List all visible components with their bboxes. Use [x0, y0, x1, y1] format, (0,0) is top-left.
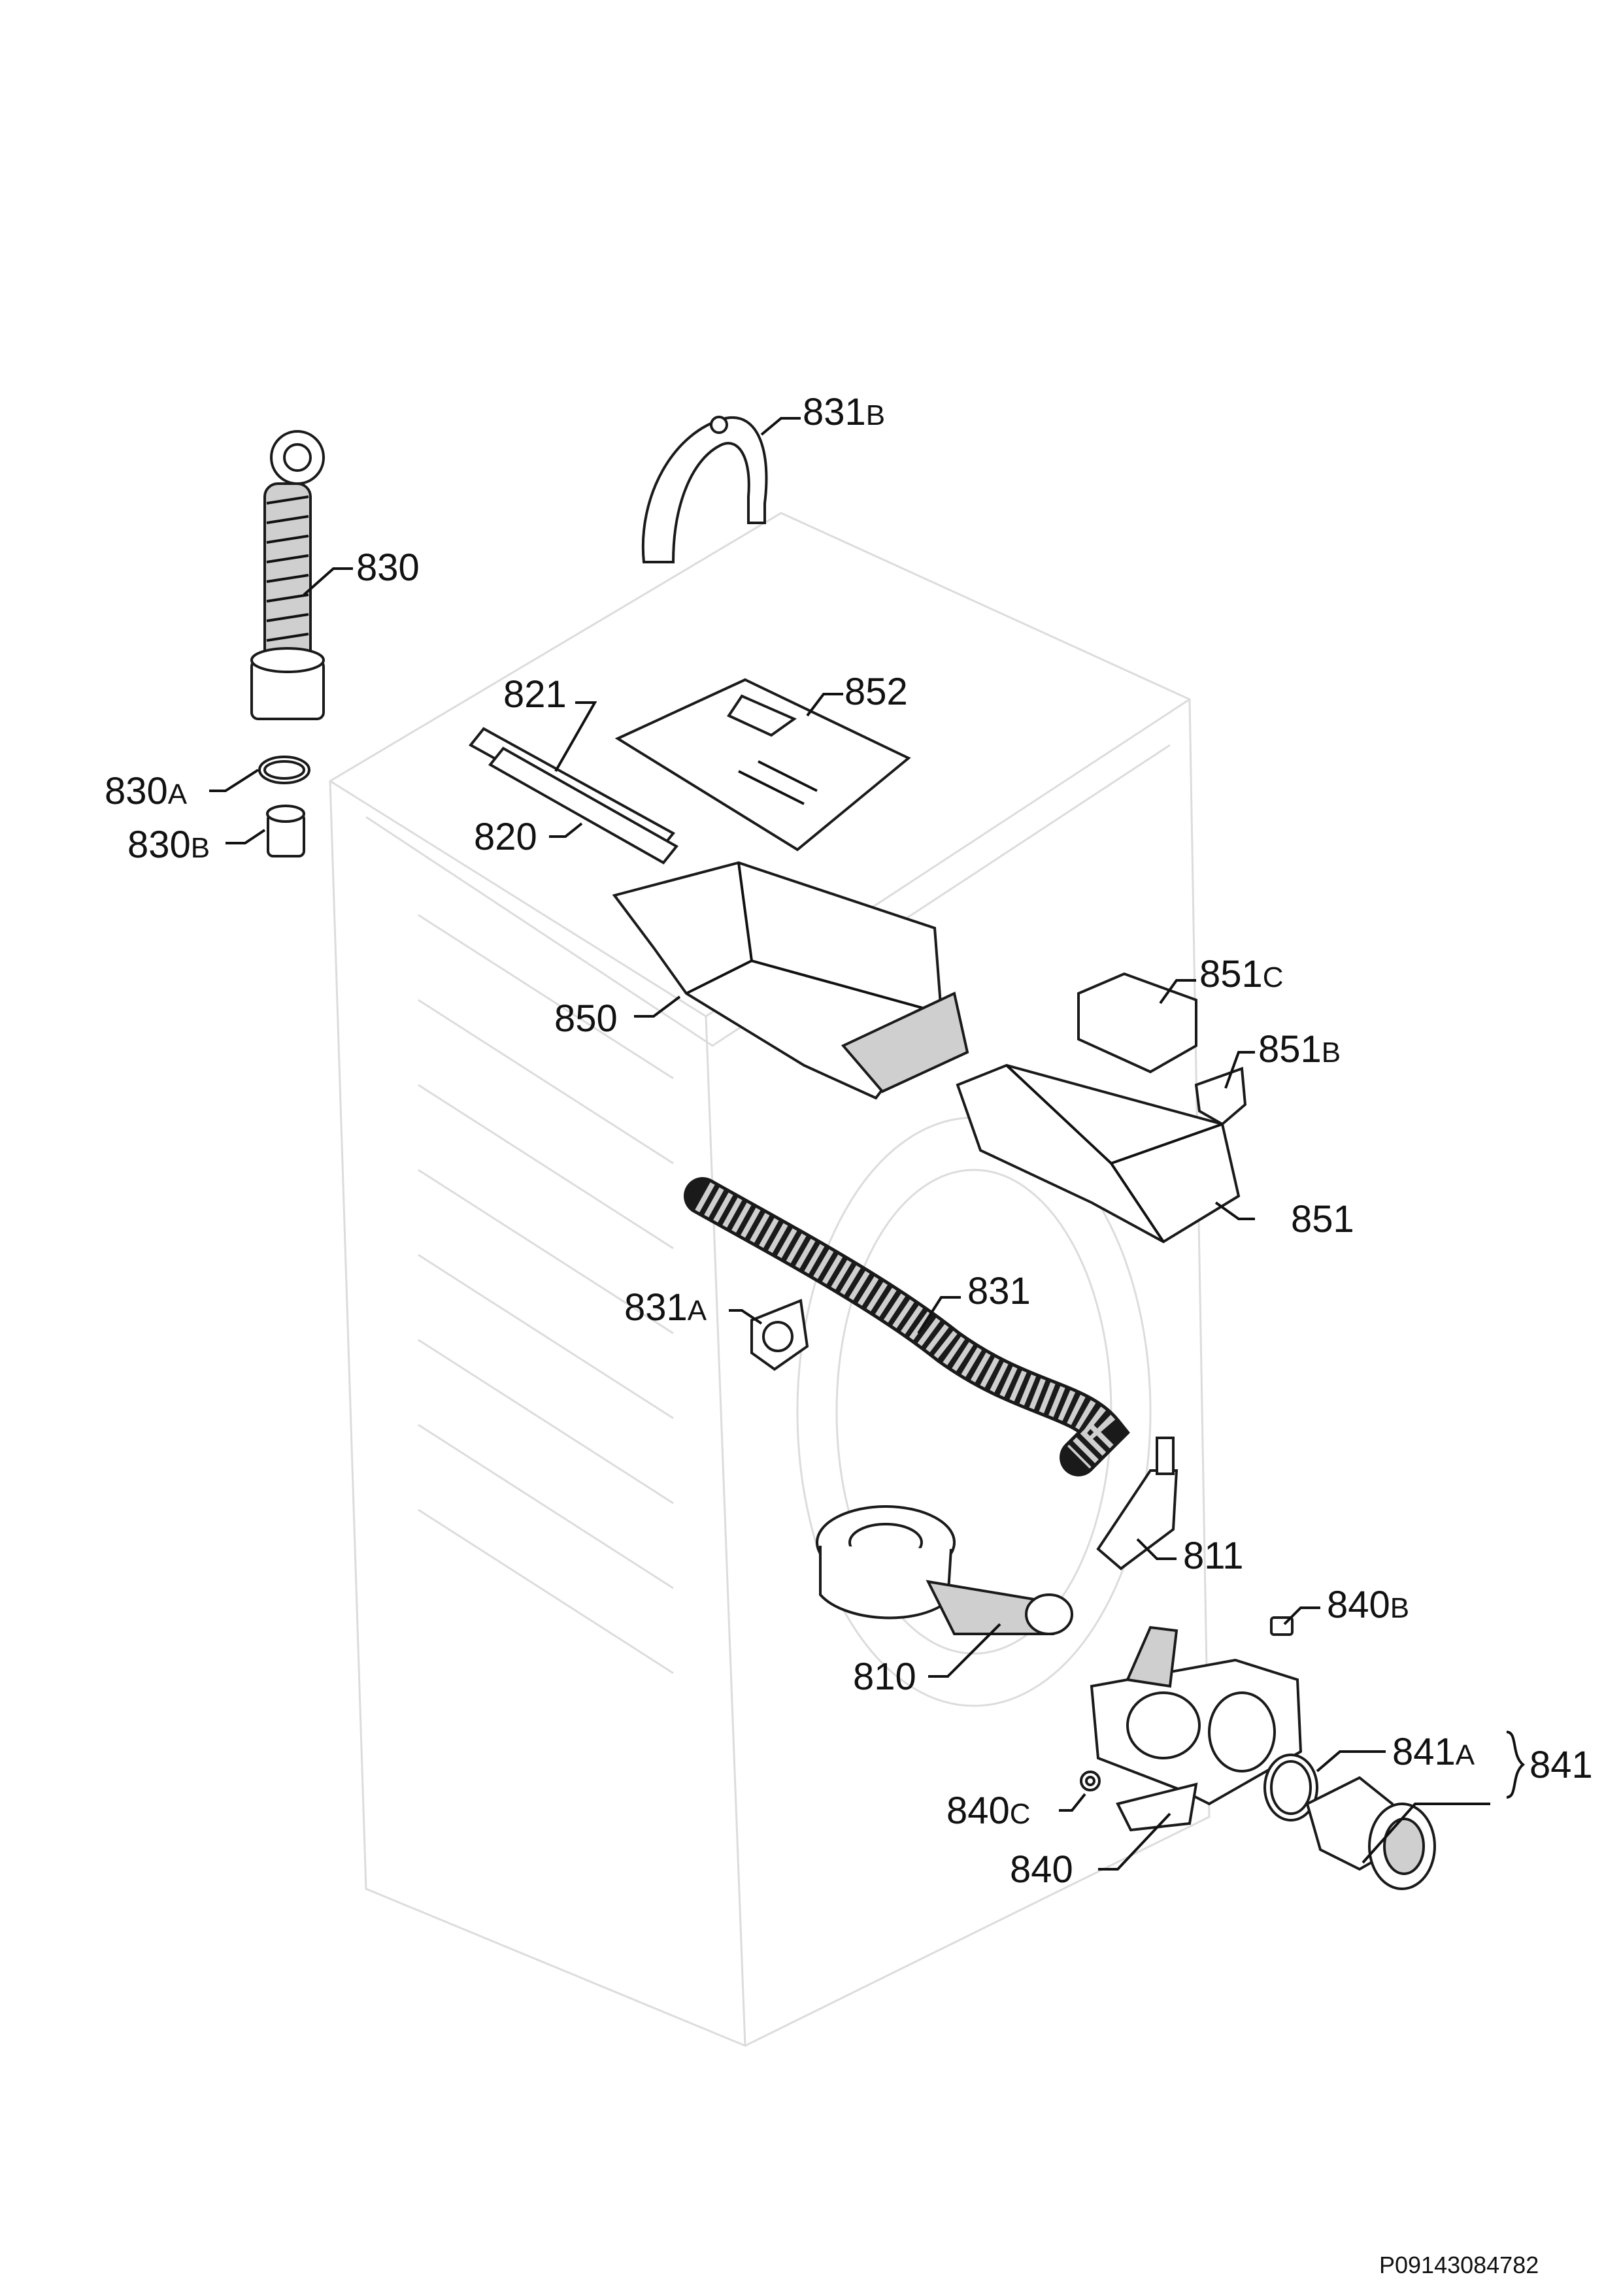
label-850: 850 — [554, 997, 618, 1040]
dispenser-drawer-851 — [956, 1063, 1241, 1244]
drain-hose-extension — [250, 430, 325, 720]
nut-830b — [266, 805, 305, 857]
label-851b: 851B — [1258, 1028, 1341, 1071]
label-810: 810 — [853, 1655, 916, 1698]
label-840c: 840C — [946, 1789, 1031, 1832]
label-811: 811 — [1183, 1535, 1243, 1577]
label-830a: 830A — [105, 770, 188, 812]
hose-clip-831a — [750, 1299, 809, 1371]
valve-part-811 — [1096, 1437, 1178, 1571]
label-851: 851 — [1291, 1198, 1354, 1240]
label-831: 831 — [967, 1270, 1031, 1312]
pump-seal-841a — [1263, 1754, 1318, 1822]
sealing-ring-830a — [258, 756, 310, 784]
label-841a: 841A — [1392, 1731, 1475, 1773]
label-830: 830 — [356, 546, 420, 589]
sump-bellows-810 — [816, 1505, 1073, 1635]
label-820: 820 — [474, 816, 537, 858]
label-831b: 831B — [803, 391, 885, 433]
drain-pump-840 — [1090, 1625, 1303, 1832]
label-841: 841 — [1529, 1744, 1593, 1786]
dispenser-handle-851c — [1077, 972, 1197, 1074]
drain-hose-831 — [684, 1177, 1130, 1476]
label-840b: 840B — [1327, 1584, 1409, 1626]
small-nut-840c — [1080, 1771, 1101, 1791]
document-code: P09143084782 — [1379, 2252, 1539, 2278]
cap-851b — [1194, 1067, 1247, 1126]
label-840: 840 — [1010, 1848, 1073, 1891]
pump-filter-841 — [1305, 1776, 1436, 1890]
dispenser-housing-850 — [612, 861, 969, 1100]
label-852: 852 — [844, 671, 908, 713]
label-821: 821 — [503, 673, 567, 716]
dispenser-cover-852 — [614, 678, 911, 852]
hose-guide-bracket — [641, 416, 768, 563]
label-830b: 830B — [127, 824, 210, 866]
detergent-tubes — [468, 727, 679, 865]
leader-lines — [209, 417, 1526, 1871]
callout-labels: 831B 830 821 852 830A 830B 820 851C 850 … — [105, 391, 1593, 1891]
label-851c: 851C — [1199, 953, 1284, 995]
label-831a: 831A — [624, 1286, 707, 1329]
